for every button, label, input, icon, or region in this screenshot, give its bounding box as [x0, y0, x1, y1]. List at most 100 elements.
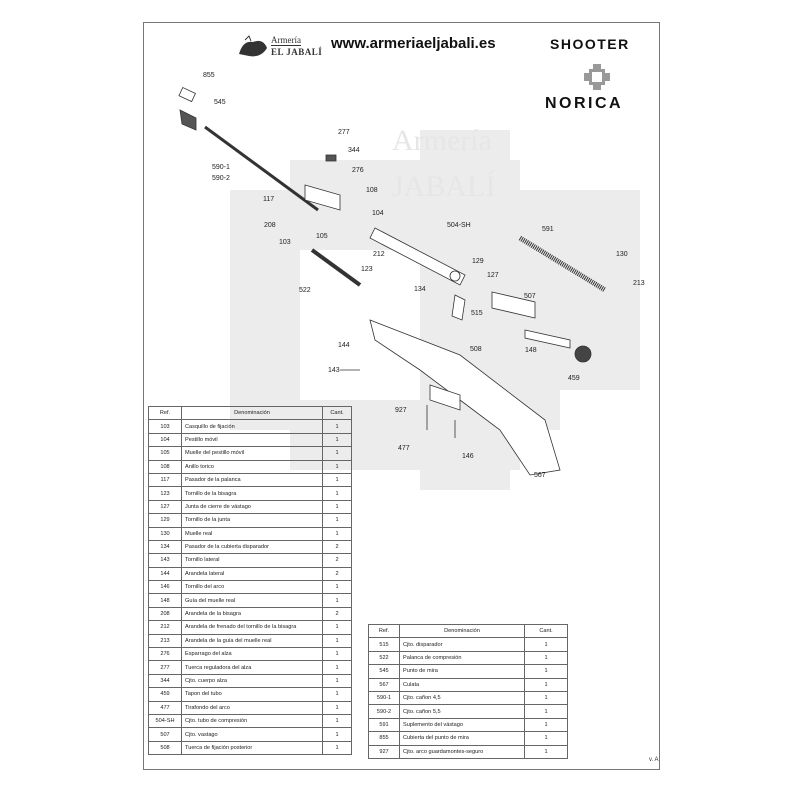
cell-denominacion: Cjto. cañon 4,5 — [399, 690, 525, 706]
cell-denominacion: Tornillo de la junta — [181, 513, 323, 528]
callout: 127 — [487, 272, 499, 279]
cell-denominacion: Arandela de la bisagra — [181, 606, 323, 622]
cell-cant: 1 — [322, 673, 352, 689]
cell-cant: 1 — [322, 499, 352, 515]
callouts: 855 545 590-1 590-2 277 344 276 108 104 … — [203, 72, 645, 479]
cell-ref: 108 — [148, 459, 182, 474]
cell-denominacion: Arandela lateral — [181, 566, 323, 582]
callout: 105 — [316, 233, 328, 240]
cell-denominacion: Cjto. tubo de compresión — [181, 713, 323, 729]
logo-line2: EL JABALÍ — [271, 47, 323, 57]
cell-ref: 344 — [148, 673, 182, 689]
cell-cant: 1 — [322, 740, 352, 756]
callout: 590-1 — [212, 164, 230, 171]
cell-denominacion: Cjto. disparador — [399, 637, 525, 652]
cell-ref: 144 — [148, 566, 182, 582]
cell-denominacion: Tapon del tubo — [181, 687, 323, 702]
logo-line1: Armería — [271, 35, 301, 46]
cell-ref: 590-1 — [368, 690, 400, 706]
callout: 130 — [616, 251, 628, 258]
callout: 927 — [395, 407, 407, 414]
cell-ref: 545 — [368, 664, 400, 679]
cell-cant: 1 — [322, 687, 352, 702]
cell-denominacion: Cjto. arco guardamontes-seguro — [399, 744, 525, 759]
cell-cant: 1 — [322, 419, 352, 434]
cell-ref: 213 — [148, 633, 182, 649]
cell-ref: 522 — [368, 650, 400, 666]
cell-denominacion: Cjto. cañon 5,5 — [399, 704, 525, 719]
callout: 522 — [299, 287, 311, 294]
callout: 108 — [366, 187, 378, 194]
cell-ref: 507 — [148, 727, 182, 742]
callout: 545 — [214, 99, 226, 106]
cell-ref: 590-2 — [368, 704, 400, 719]
cell-denominacion: Muelle del pestillo móvil — [181, 446, 323, 461]
cell-cant: 1 — [524, 744, 568, 759]
cell-denominacion: Arandela de frenado del tornillo de la b… — [181, 620, 323, 635]
cell-cant: 1 — [524, 637, 568, 652]
cell-ref: 130 — [148, 526, 182, 541]
watermark-line2: JABALÍ — [392, 170, 495, 203]
callout: 146 — [462, 453, 474, 460]
cell-denominacion: Anillo torico — [181, 459, 323, 474]
cell-denominacion: Punto de mira — [399, 664, 525, 679]
callout: 213 — [633, 280, 645, 287]
cell-denominacion: Cjto. vastago — [181, 727, 323, 742]
callout: 277 — [338, 129, 350, 136]
cell-ref: 508 — [148, 740, 182, 756]
cell-ref: 123 — [148, 486, 182, 501]
cell-ref: 477 — [148, 700, 182, 715]
version-label: v. A — [649, 757, 659, 763]
callout: 477 — [398, 445, 410, 452]
callout: 123 — [361, 266, 373, 273]
cell-denominacion: Junta de cierre de vástago — [181, 499, 323, 515]
website-url[interactable]: www.armeriaeljabali.es — [331, 35, 496, 52]
cell-cant: 1 — [322, 446, 352, 461]
cell-denominacion: Arandela de la guía del muelle real — [181, 633, 323, 649]
cell-cant: 1 — [322, 727, 352, 742]
cell-denominacion: Pasador de la cubierta disparador — [181, 539, 323, 555]
callout: 276 — [352, 167, 364, 174]
cell-ref: 277 — [148, 660, 182, 675]
cell-cant: 1 — [322, 459, 352, 474]
callout: 117 — [263, 196, 274, 203]
cell-denominacion: Pasador de la palanca — [181, 472, 323, 488]
cell-cant: 2 — [322, 606, 352, 622]
callout: 129 — [472, 258, 484, 265]
cell-denominacion: Pestillo móvil — [181, 432, 323, 448]
cell-cant: 1 — [322, 472, 352, 488]
cell-ref: 146 — [148, 580, 182, 595]
cell-ref: 567 — [368, 677, 400, 692]
cell-denominacion: Tornillo de la bisagra — [181, 486, 323, 501]
cell-cant: 1 — [322, 660, 352, 675]
armeria-logo: Armería EL JABALÍ — [237, 34, 322, 60]
cell-denominacion: Suplemento del vástago — [399, 717, 525, 733]
cell-cant: 1 — [524, 690, 568, 706]
brand-name: NORICA — [545, 95, 624, 112]
callout: 515 — [471, 310, 483, 317]
cell-ref: 117 — [148, 472, 182, 488]
cell-cant: 2 — [322, 539, 352, 555]
col-denominacion: Denominación — [181, 405, 323, 421]
col-ref: Ref. — [368, 623, 400, 639]
cell-cant: 1 — [524, 677, 568, 692]
